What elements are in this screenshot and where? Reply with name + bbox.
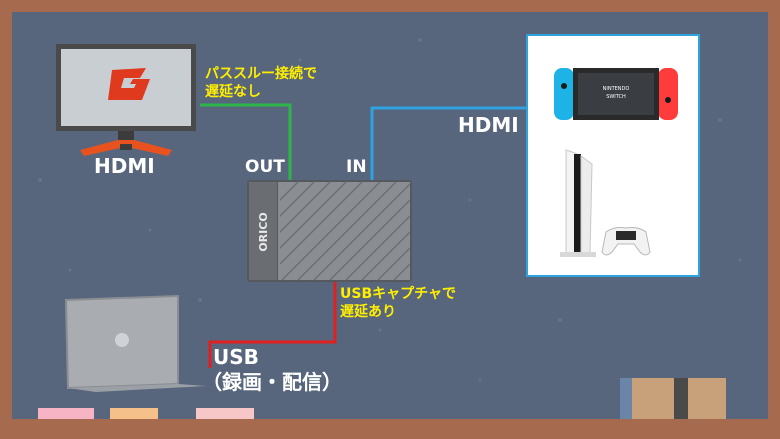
switch-brand-line1: NINTENDO xyxy=(603,86,630,92)
in-port-label: IN xyxy=(346,157,367,177)
hdmi-in-cable xyxy=(370,106,526,180)
desk-items-decoration xyxy=(620,378,726,419)
nintendo-switch-icon: NINTENDO SWITCH xyxy=(554,68,678,120)
passthrough-cable xyxy=(200,103,292,180)
monitor-hdmi-label: HDMI xyxy=(94,154,155,178)
capture-note-line2: 遅延あり xyxy=(340,304,396,320)
ps5-console-icon xyxy=(560,149,596,257)
usb-sublabel: （録画・配信） xyxy=(202,370,342,394)
monitor-icon xyxy=(56,44,196,156)
device-brand-text: ORICO xyxy=(257,212,270,251)
usb-label: USB xyxy=(213,345,259,369)
console-hdmi-label: HDMI xyxy=(458,113,519,137)
ps5-controller-icon xyxy=(601,227,651,256)
capture-device-icon: ORICO xyxy=(247,180,412,282)
passthrough-note-line2: 遅延なし xyxy=(205,84,261,100)
switch-brand-line2: SWITCH xyxy=(606,94,626,100)
chalk-erasers-decoration xyxy=(38,408,254,419)
passthrough-note-line1: パススルー接続で xyxy=(205,66,317,82)
out-port-label: OUT xyxy=(245,157,285,177)
laptop-icon xyxy=(64,294,206,392)
brand-logo-icon xyxy=(108,68,150,100)
chalk-dust xyxy=(38,38,742,382)
usb-cable xyxy=(208,282,337,368)
capture-note-line1: USBキャプチャで xyxy=(340,286,456,302)
